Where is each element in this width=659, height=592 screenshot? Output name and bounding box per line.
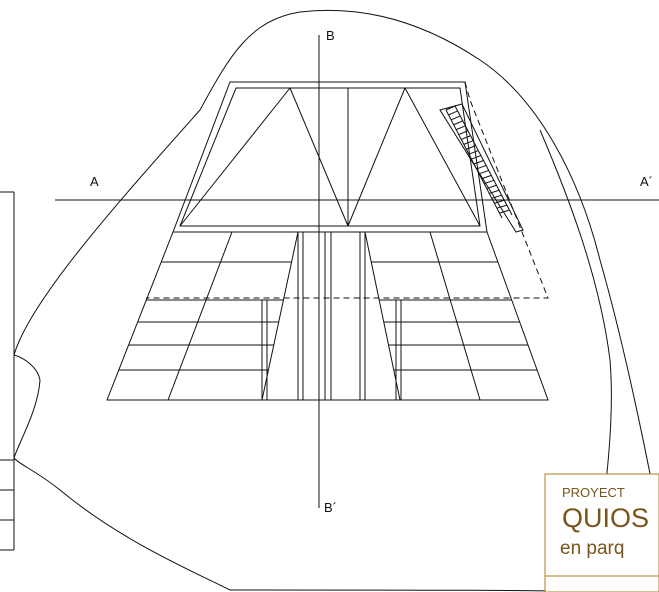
central-walkway <box>107 232 548 401</box>
title-line-1: PROYECT <box>562 485 625 500</box>
stair-treads <box>445 105 510 214</box>
section-label-a: A <box>90 174 99 189</box>
stair-tread <box>481 174 492 180</box>
stair-tread <box>463 140 474 145</box>
sheet-frame-left <box>0 191 15 551</box>
stair-tread <box>458 130 469 136</box>
section-label-a-prime: A´ <box>640 174 653 189</box>
stair-tread <box>476 164 487 170</box>
stair-tread <box>471 155 482 160</box>
dashed-outline <box>146 81 549 299</box>
stair-tread <box>484 179 495 185</box>
section-label-b: B <box>326 28 335 43</box>
stair-tread <box>453 120 463 126</box>
stair-tread <box>494 199 505 204</box>
stair-tread <box>466 145 476 150</box>
section-label-b-prime: B´ <box>324 500 337 515</box>
stair-tread <box>489 189 500 194</box>
title-line-2: QUIOS <box>562 503 649 533</box>
stair-tread <box>473 160 484 165</box>
title-line-3: en parq <box>560 538 624 559</box>
stair-tread <box>448 110 458 116</box>
roof-plan <box>172 81 488 233</box>
site-boundary <box>13 9 659 592</box>
paving-seam <box>167 231 233 401</box>
stair-tread <box>486 184 497 190</box>
stair-tread <box>491 194 502 199</box>
title-block: PROYECT QUIOS en parq <box>544 473 659 592</box>
stair-tread <box>445 105 456 111</box>
terrace-paving <box>106 231 549 401</box>
stair-tread <box>496 204 507 209</box>
paving-seam <box>429 231 481 401</box>
stair-tread <box>499 209 510 214</box>
stair-tread <box>461 135 471 140</box>
staircase <box>439 103 524 233</box>
terrace-grid <box>107 231 548 401</box>
stair-tread <box>455 125 466 131</box>
stair-tread <box>468 150 479 155</box>
stair-tread <box>478 169 489 175</box>
stair-tread <box>450 115 461 121</box>
